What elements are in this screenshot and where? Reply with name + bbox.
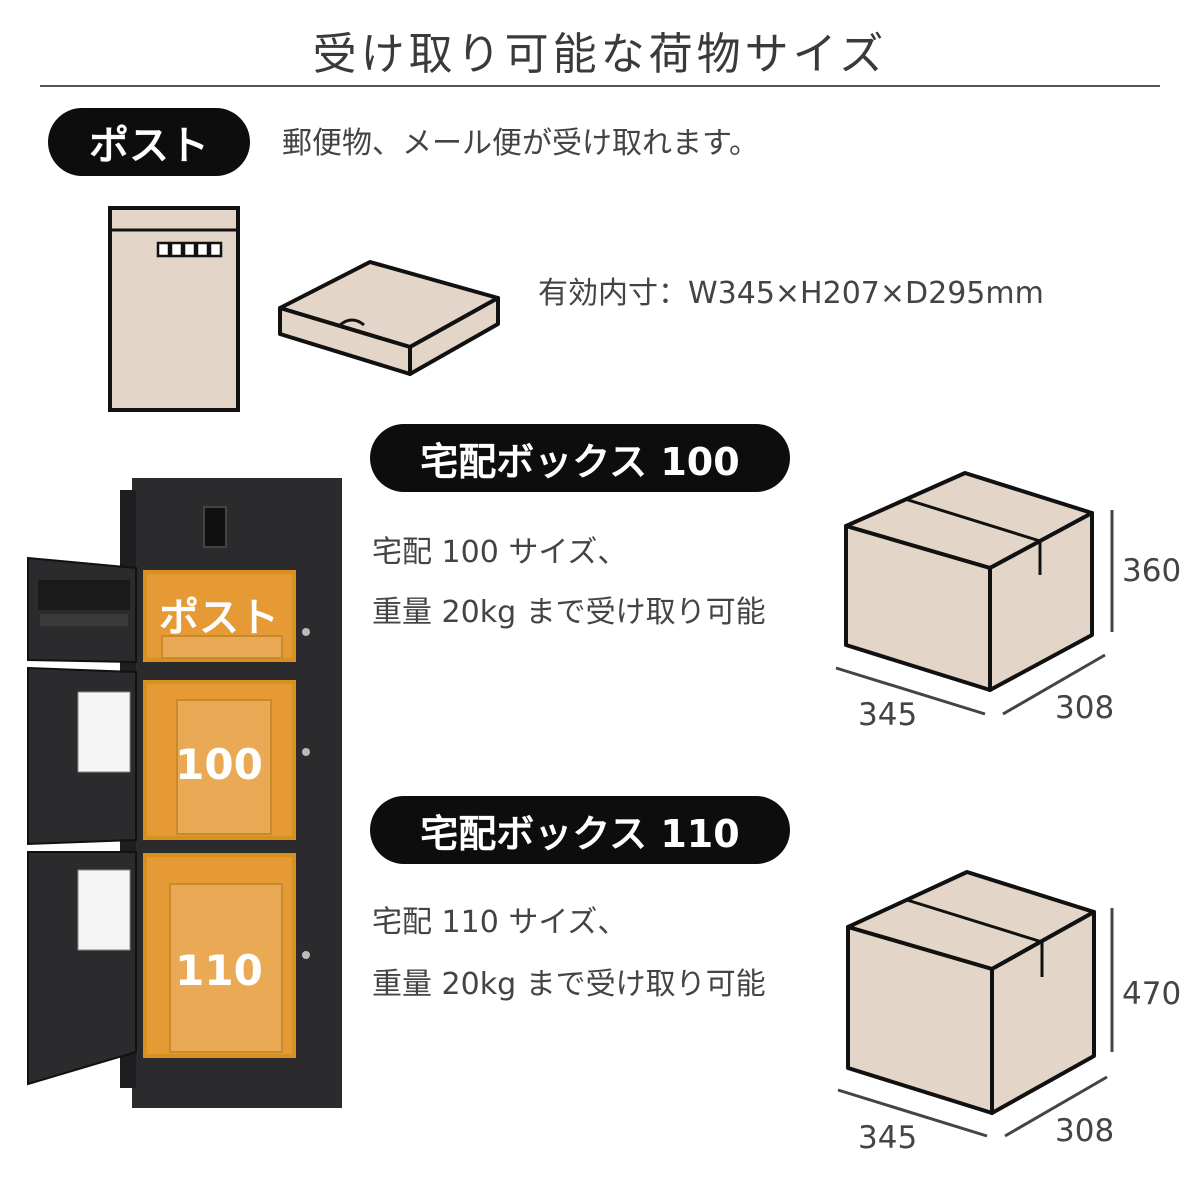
box-110-depth: 308	[1055, 1113, 1115, 1149]
cabinet-label-post: ポスト	[159, 595, 279, 641]
box-110-icon	[837, 870, 1114, 1138]
box-110-width: 345	[858, 1120, 918, 1156]
box-100-icon	[835, 471, 1114, 716]
post-inner-size: 有効内寸：W345×H207×D295mm	[538, 276, 1044, 311]
delivery-cabinet-illustration	[27, 478, 342, 1108]
flat-parcel-icon	[278, 260, 500, 376]
box-110-badge: 宅配ボックス 110	[370, 796, 790, 864]
box-110-line1: 宅配 110 サイズ、	[372, 905, 628, 940]
box-110-line2: 重量 20kg まで受け取り可能	[372, 967, 766, 1002]
box-100-line2: 重量 20kg まで受け取り可能	[372, 595, 766, 630]
box-100-line1: 宅配 100 サイズ、	[372, 535, 628, 570]
box-100-height: 360	[1122, 553, 1182, 589]
cabinet-label-100: 100	[175, 740, 263, 789]
page-title: 受け取り可能な荷物サイズ	[312, 29, 888, 80]
box-100-depth: 308	[1055, 690, 1115, 726]
post-badge: ポスト	[48, 108, 250, 176]
title-divider	[40, 85, 1160, 87]
box-110-height: 470	[1122, 976, 1182, 1012]
post-description: 郵便物、メール便が受け取れます。	[282, 126, 759, 161]
envelope-icon	[108, 206, 240, 412]
cabinet-label-110: 110	[175, 946, 263, 995]
box-100-badge: 宅配ボックス 100	[370, 424, 790, 492]
box-100-width: 345	[858, 697, 918, 733]
